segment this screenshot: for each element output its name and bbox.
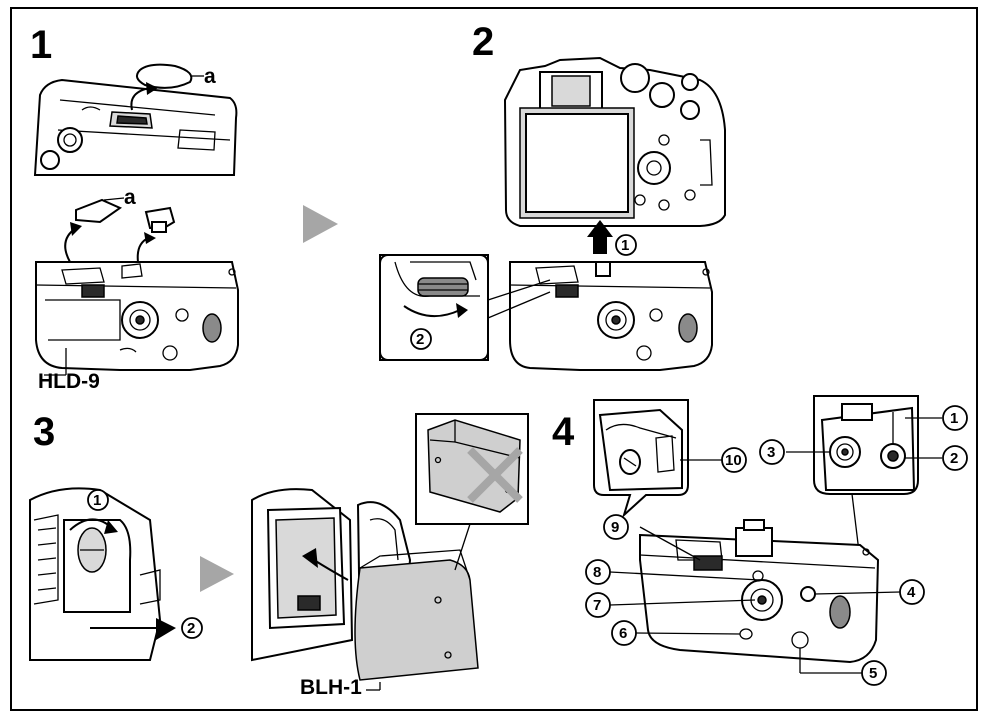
callout-4-3: 3 [759, 439, 785, 465]
svg-text:9: 9 [611, 519, 619, 536]
step-3-panel: 3 1 2 [29, 410, 529, 699]
callout-2-2: 2 [410, 328, 432, 350]
step-2-panel: 2 1 [379, 20, 726, 371]
svg-text:6: 6 [619, 625, 627, 642]
callout-4-2: 2 [942, 445, 968, 471]
attach-up-arrow [587, 220, 613, 254]
label-battery-holder-model: BLH-1 [300, 676, 362, 699]
label-cover-a-top: a [204, 65, 216, 88]
callout-4-6: 6 [611, 620, 637, 646]
callout-4-10: 10 [721, 447, 747, 473]
svg-text:7: 7 [593, 597, 601, 614]
label-grip-model: HLD-9 [38, 370, 100, 393]
callout-3-2: 2 [181, 617, 203, 639]
svg-text:10: 10 [725, 452, 742, 469]
wrong-insertion-inset [415, 413, 529, 571]
callout-4-8: 8 [585, 559, 611, 585]
grip-illustration-step1: a HLD-9 [35, 186, 239, 393]
camera-body-illustration [503, 56, 726, 227]
svg-text:2: 2 [416, 331, 424, 348]
step-1-number: 1 [30, 23, 52, 67]
svg-text:2: 2 [950, 450, 958, 467]
next-arrow-3-3b [200, 556, 234, 592]
step-4-number: 4 [552, 410, 575, 454]
mount-screw-inset [786, 395, 942, 561]
battery-door-closed [29, 487, 176, 661]
camera-top-illustration: a [33, 63, 238, 176]
outer-border [10, 7, 978, 711]
release-lever-inset [593, 399, 722, 519]
callout-4-5: 5 [861, 660, 887, 686]
label-cover-a-grip: a [124, 186, 136, 209]
svg-text:1: 1 [950, 410, 958, 427]
callout-4-7: 7 [585, 592, 611, 618]
step-2-number: 2 [472, 20, 494, 64]
dial-inset [379, 254, 551, 361]
svg-text:4: 4 [907, 584, 916, 601]
svg-text:1: 1 [93, 492, 101, 509]
next-arrow-1-2 [303, 205, 338, 243]
callout-4-9: 9 [603, 514, 629, 540]
battery-door-open: BLH-1 [251, 488, 479, 699]
cross-mark [467, 447, 523, 503]
svg-text:5: 5 [869, 665, 877, 682]
step-4-panel: 4 10 [552, 395, 968, 686]
step-1-panel: 1 a a [30, 23, 239, 393]
step-3-number: 3 [33, 410, 55, 454]
grip-parts-illustration [609, 519, 901, 674]
callout-4-1: 1 [942, 405, 968, 431]
grip-illustration-step2 [509, 261, 713, 371]
svg-text:3: 3 [767, 444, 775, 461]
callout-2-1: 1 [615, 234, 637, 256]
callout-3-1: 1 [87, 489, 109, 511]
svg-text:1: 1 [621, 237, 629, 254]
svg-text:2: 2 [187, 620, 195, 637]
callout-4-4: 4 [899, 579, 925, 605]
svg-text:8: 8 [593, 564, 601, 581]
